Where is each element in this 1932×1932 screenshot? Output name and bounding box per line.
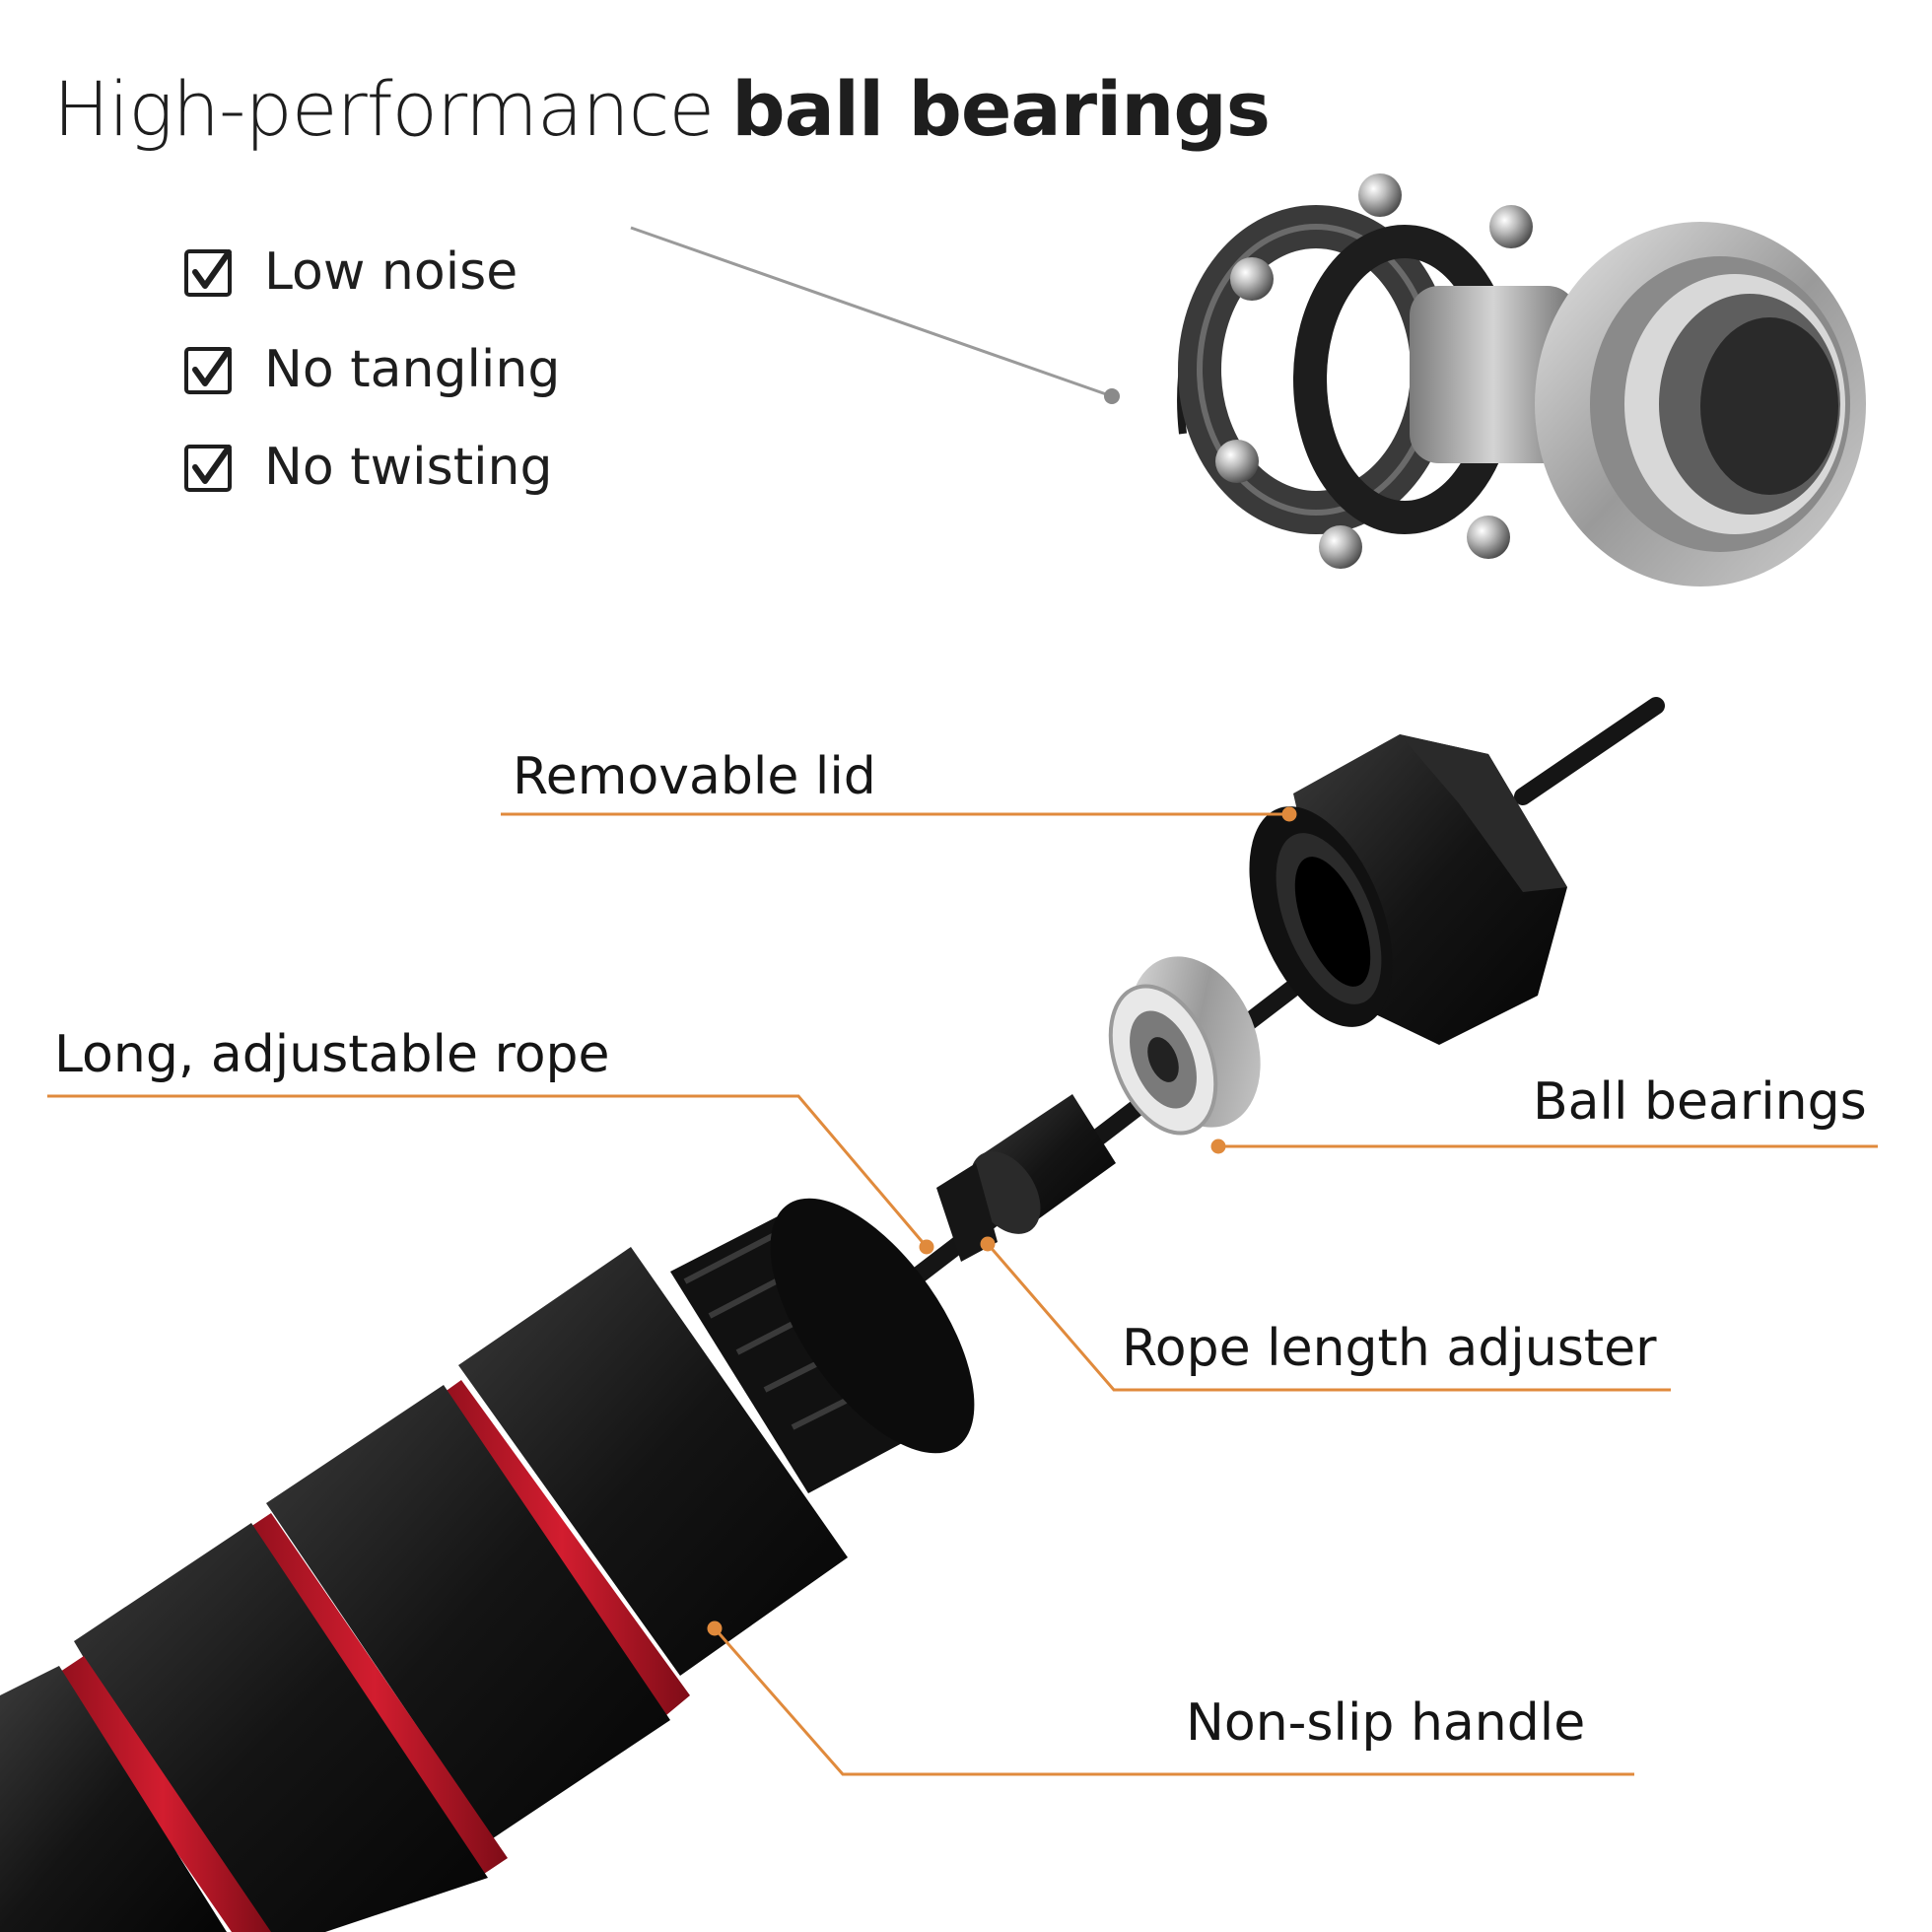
- pointer-line: [630, 226, 1120, 404]
- rope-adjuster: [936, 1094, 1116, 1262]
- leader-rope: [47, 1094, 929, 1248]
- leader-handle: [713, 1627, 1634, 1776]
- exploded-bearing: [1177, 173, 1866, 586]
- feature-item-no-twisting: No twisting: [183, 436, 553, 499]
- callout-bearings: Ball bearings: [1533, 1072, 1867, 1132]
- headline-regular: High-performance: [53, 65, 715, 153]
- bearing: [1108, 956, 1261, 1136]
- feature-item-no-tangling: No tangling: [183, 338, 560, 401]
- leader-lines: [47, 806, 1878, 1776]
- feature-text: No twisting: [264, 438, 553, 497]
- callout-removable-lid: Removable lid: [513, 747, 876, 806]
- removable-lid: [1249, 734, 1567, 1045]
- checkbox-checked-icon: [184, 249, 232, 297]
- leader-adjuster: [986, 1243, 1671, 1392]
- feature-text: Low noise: [264, 242, 518, 302]
- headline-bold: ball bearings: [731, 65, 1271, 153]
- checkbox-checked-icon: [184, 347, 232, 394]
- checkbox-checked-icon: [184, 445, 232, 492]
- feature-text: No tangling: [264, 340, 561, 399]
- callout-rope: Long, adjustable rope: [54, 1025, 610, 1084]
- callout-handle: Non-slip handle: [1186, 1693, 1586, 1753]
- handle: [0, 1198, 975, 1932]
- feature-item-low-noise: Low noise: [183, 241, 518, 304]
- callout-adjuster: Rope length adjuster: [1122, 1319, 1657, 1378]
